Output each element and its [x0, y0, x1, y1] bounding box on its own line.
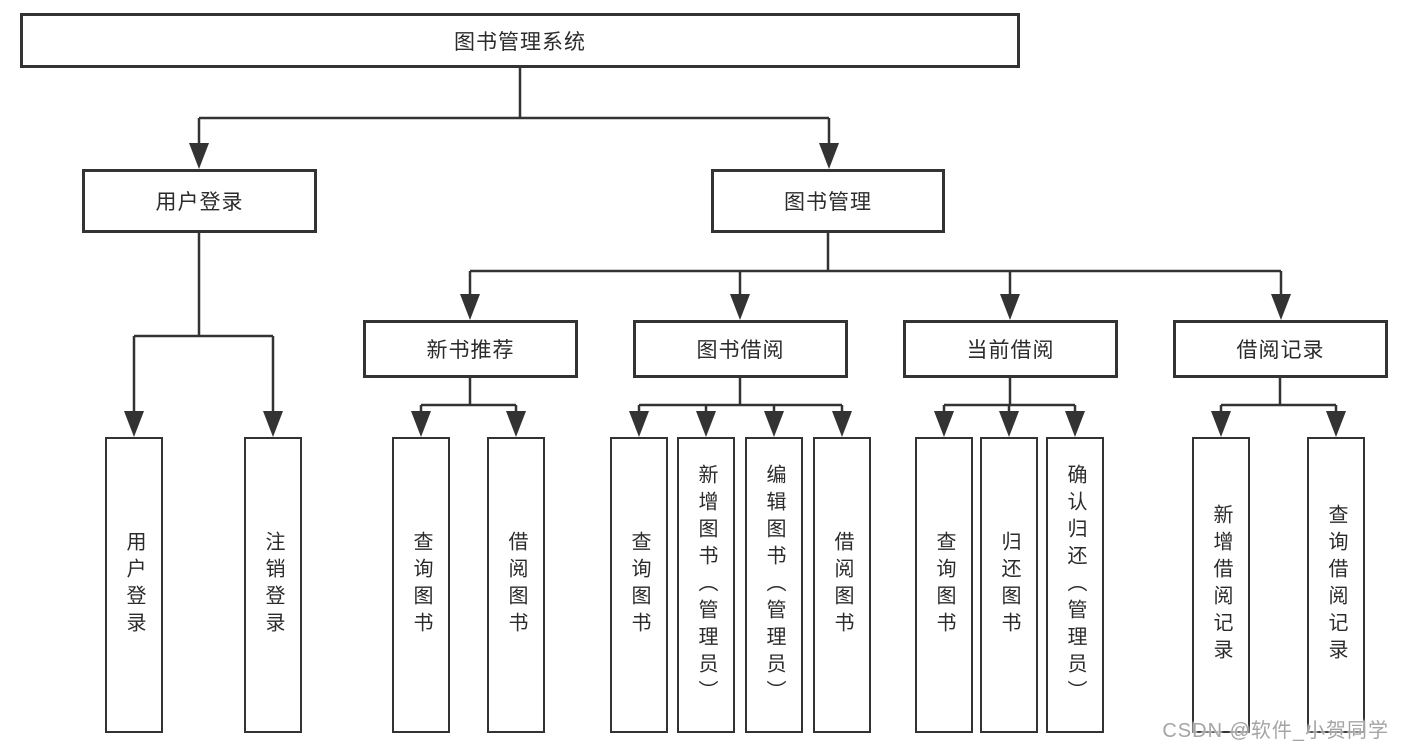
csdn-watermark: CSDN @软件_小贺同学: [1162, 720, 1389, 742]
leaf-query-books-borrow: 查询图书: [610, 437, 668, 733]
leaf-query-books-current: 查询图书: [915, 437, 973, 733]
node-library-management-system: 图书管理系统: [20, 13, 1020, 68]
leaf-add-books-admin: 新增图书（管理员）: [677, 437, 735, 733]
branch-lines: [132, 68, 1338, 420]
leaf-user-login: 用户登录: [105, 437, 163, 733]
node-current-borrow: 当前借阅: [903, 320, 1118, 378]
leaf-confirm-return-admin: 确认归还（管理员）: [1046, 437, 1104, 733]
leaf-edit-books-admin: 编辑图书（管理员）: [745, 437, 803, 733]
leaf-logout: 注销登录: [244, 437, 302, 733]
node-book-management: 图书管理: [711, 169, 945, 233]
node-borrow-records: 借阅记录: [1173, 320, 1388, 378]
node-user-login: 用户登录: [82, 169, 317, 233]
leaf-return-books: 归还图书: [980, 437, 1038, 733]
leaf-query-borrow-record: 查询借阅记录: [1307, 437, 1365, 733]
leaf-query-books-recommend: 查询图书: [392, 437, 450, 733]
arrowheads: [124, 143, 1346, 437]
leaf-borrow-books-recommend: 借阅图书: [487, 437, 545, 733]
node-book-borrow: 图书借阅: [633, 320, 848, 378]
leaf-borrow-books: 借阅图书: [813, 437, 871, 733]
node-new-book-recommend: 新书推荐: [363, 320, 578, 378]
leaf-add-borrow-record: 新增借阅记录: [1192, 437, 1250, 733]
